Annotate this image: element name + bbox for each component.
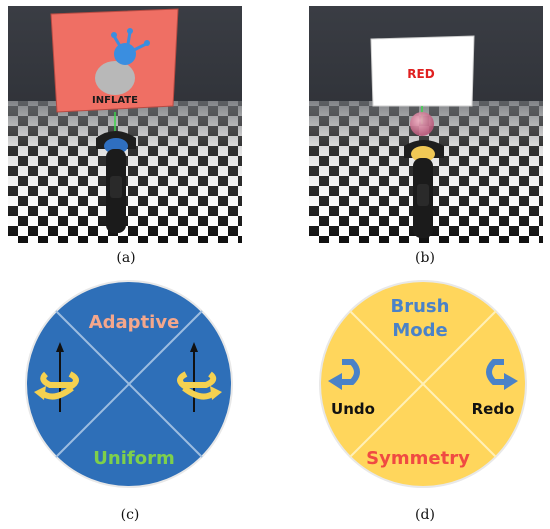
vr-controller	[404, 140, 444, 238]
redo-label[interactable]: Redo	[472, 400, 515, 418]
caption-b: (b)	[415, 250, 435, 266]
brush-mode-label-line2[interactable]: Mode	[392, 320, 447, 341]
caption-d: (d)	[415, 507, 435, 523]
undo-icon[interactable]	[328, 359, 360, 390]
red-sign: RED	[370, 35, 475, 107]
inflate-sign: INFLATE	[50, 8, 179, 113]
vr-controller	[96, 131, 136, 233]
rotate-left-icon[interactable]	[34, 342, 79, 412]
undo-label[interactable]: Undo	[331, 400, 375, 418]
rotate-right-icon[interactable]	[177, 342, 222, 412]
redo-icon[interactable]	[486, 359, 518, 390]
panel-a-scene: INFLATE	[8, 6, 242, 243]
caption-a: (a)	[116, 250, 136, 266]
panel-c-menu: Adaptive Uniform	[24, 274, 234, 494]
sign-label: RED	[407, 67, 434, 81]
adaptive-label[interactable]: Adaptive	[89, 312, 180, 333]
cursor-sphere	[410, 112, 434, 136]
panel-b-scene: RED	[309, 6, 543, 243]
sign-label: INFLATE	[92, 95, 138, 106]
uniform-label[interactable]: Uniform	[93, 448, 174, 469]
brush-mode-label-line1[interactable]: Brush	[391, 296, 450, 317]
panel-d-menu: Brush Mode Symmetry Undo Redo	[318, 274, 528, 494]
symmetry-label[interactable]: Symmetry	[366, 448, 470, 469]
caption-c: (c)	[120, 507, 140, 523]
